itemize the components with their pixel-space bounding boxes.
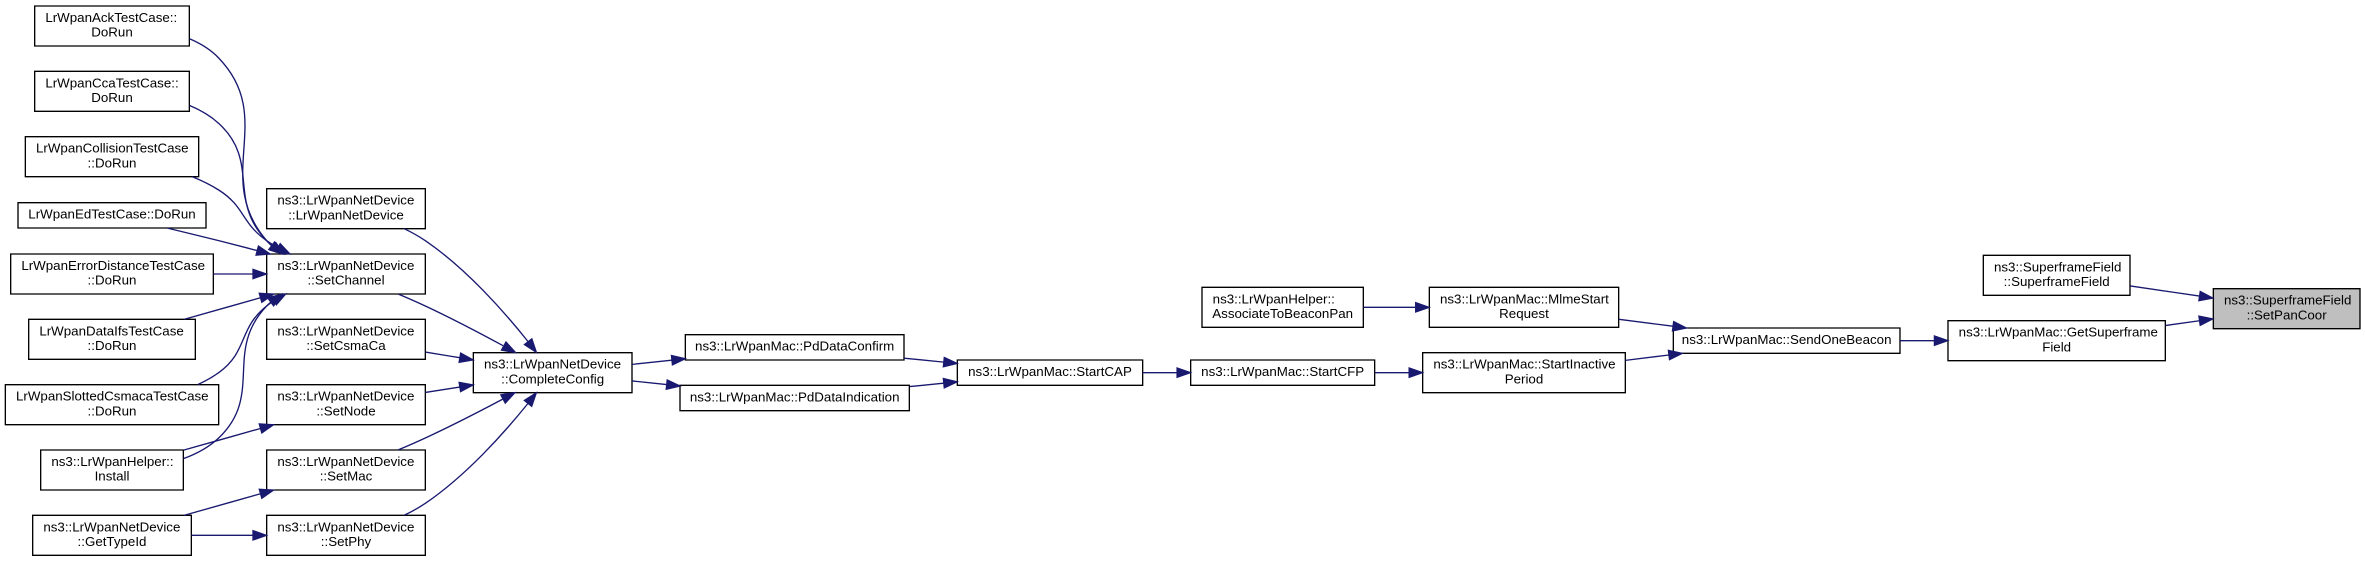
svg-text:ns3::LrWpanNetDevice: ns3::LrWpanNetDevice	[484, 357, 621, 372]
svg-text:::SetChannel: ::SetChannel	[307, 273, 384, 288]
svg-text:::DoRun: ::DoRun	[88, 273, 137, 288]
svg-text:Field: Field	[2042, 339, 2071, 354]
svg-text:::SetMac: ::SetMac	[320, 469, 373, 484]
svg-text:::SetPhy: ::SetPhy	[321, 534, 372, 549]
svg-text:ns3::LrWpanHelper::: ns3::LrWpanHelper::	[51, 454, 173, 469]
svg-text:::SetPanCoor: ::SetPanCoor	[2247, 307, 2328, 322]
svg-text:::SetCsmaCa: ::SetCsmaCa	[306, 338, 386, 353]
svg-text:ns3::LrWpanNetDevice: ns3::LrWpanNetDevice	[277, 389, 414, 404]
svg-text:ns3::LrWpanHelper::: ns3::LrWpanHelper::	[1213, 291, 1335, 306]
svg-text:::SetNode: ::SetNode	[316, 403, 375, 418]
svg-text:LrWpanCollisionTestCase: LrWpanCollisionTestCase	[36, 141, 189, 156]
svg-text:Install: Install	[95, 469, 130, 484]
svg-text:ns3::SuperframeField: ns3::SuperframeField	[2224, 293, 2351, 308]
svg-text:AssociateToBeaconPan: AssociateToBeaconPan	[1212, 306, 1353, 321]
svg-text:LrWpanEdTestCase::DoRun: LrWpanEdTestCase::DoRun	[28, 207, 195, 222]
svg-text:ns3::LrWpanNetDevice: ns3::LrWpanNetDevice	[277, 323, 414, 338]
svg-text:ns3::LrWpanNetDevice: ns3::LrWpanNetDevice	[43, 519, 180, 534]
svg-text:DoRun: DoRun	[91, 90, 133, 105]
svg-text:LrWpanSlottedCsmacaTestCase: LrWpanSlottedCsmacaTestCase	[16, 389, 209, 404]
svg-text:LrWpanAckTestCase::: LrWpanAckTestCase::	[45, 10, 177, 25]
svg-text:ns3::LrWpanMac::StartCFP: ns3::LrWpanMac::StartCFP	[1201, 364, 1364, 379]
svg-text:ns3::LrWpanNetDevice: ns3::LrWpanNetDevice	[277, 193, 414, 208]
svg-text:DoRun: DoRun	[91, 25, 133, 40]
svg-text:::DoRun: ::DoRun	[88, 155, 137, 170]
svg-text:ns3::SuperframeField: ns3::SuperframeField	[1994, 259, 2121, 274]
svg-text:LrWpanCcaTestCase::: LrWpanCcaTestCase::	[45, 75, 178, 90]
svg-text:LrWpanErrorDistanceTestCase: LrWpanErrorDistanceTestCase	[21, 258, 205, 273]
svg-text:ns3::LrWpanMac::PdDataIndicati: ns3::LrWpanMac::PdDataIndication	[690, 389, 900, 404]
svg-text:ns3::LrWpanMac::PdDataConfirm: ns3::LrWpanMac::PdDataConfirm	[695, 339, 894, 354]
svg-text:::DoRun: ::DoRun	[88, 403, 137, 418]
svg-text:ns3::LrWpanNetDevice: ns3::LrWpanNetDevice	[277, 519, 414, 534]
svg-text:ns3::LrWpanMac::StartCAP: ns3::LrWpanMac::StartCAP	[968, 364, 1132, 379]
svg-text:::SuperframeField: ::SuperframeField	[2004, 274, 2110, 289]
svg-text:::LrWpanNetDevice: ::LrWpanNetDevice	[288, 207, 404, 222]
svg-text:Period: Period	[1505, 371, 1544, 386]
svg-text:LrWpanDataIfsTestCase: LrWpanDataIfsTestCase	[39, 323, 183, 338]
svg-text:ns3::LrWpanMac::GetSuperframe: ns3::LrWpanMac::GetSuperframe	[1959, 325, 2158, 340]
svg-text:ns3::LrWpanMac::MlmeStart: ns3::LrWpanMac::MlmeStart	[1440, 291, 1609, 306]
svg-text:ns3::LrWpanNetDevice: ns3::LrWpanNetDevice	[277, 454, 414, 469]
svg-text:::CompleteConfig: ::CompleteConfig	[501, 371, 604, 386]
svg-text:ns3::LrWpanMac::StartInactive: ns3::LrWpanMac::StartInactive	[1433, 357, 1615, 372]
svg-text:Request: Request	[1499, 306, 1549, 321]
svg-text:::GetTypeId: ::GetTypeId	[78, 534, 147, 549]
svg-text:ns3::LrWpanNetDevice: ns3::LrWpanNetDevice	[277, 258, 414, 273]
svg-text:::DoRun: ::DoRun	[88, 338, 137, 353]
svg-text:ns3::LrWpanMac::SendOneBeacon: ns3::LrWpanMac::SendOneBeacon	[1682, 332, 1892, 347]
